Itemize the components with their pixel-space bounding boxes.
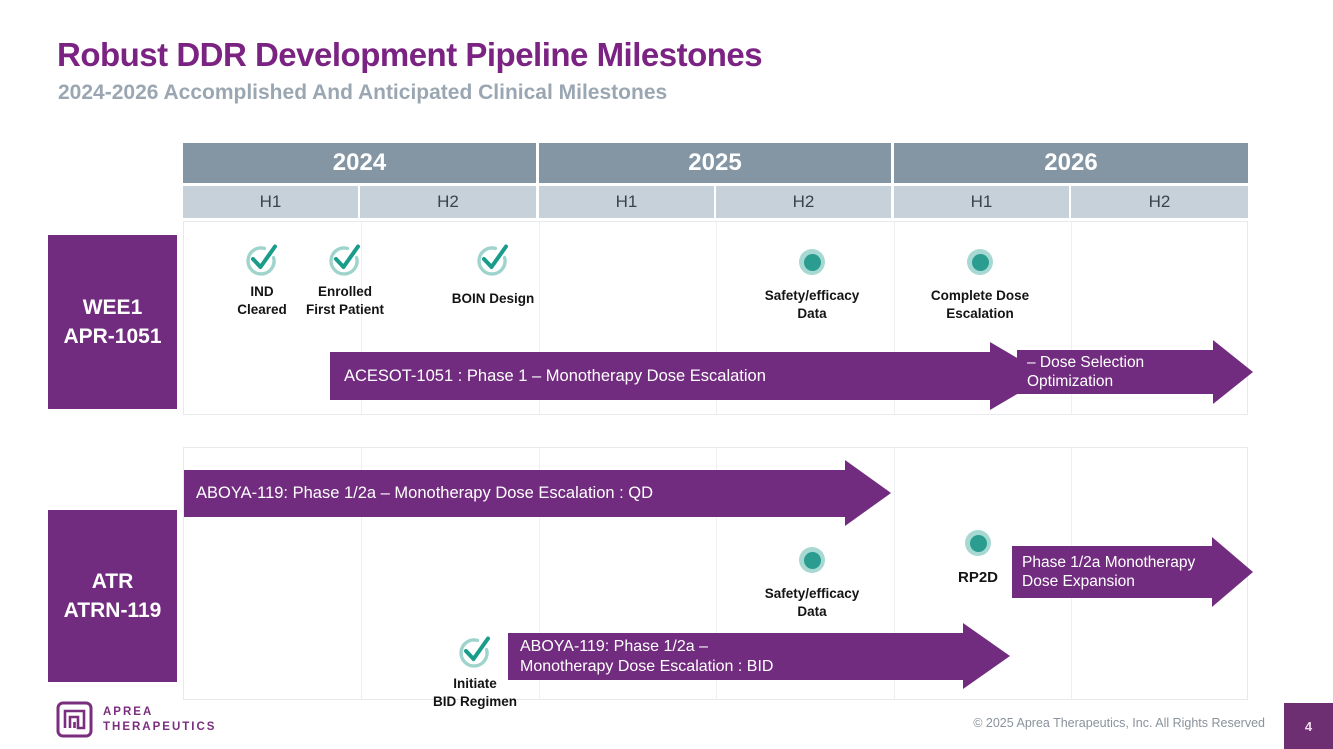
page-title: Robust DDR Development Pipeline Mileston… — [57, 36, 763, 73]
grid-line — [361, 222, 362, 414]
copyright-text: © 2025 Aprea Therapeutics, Inc. All Righ… — [973, 716, 1265, 730]
trial-arrow-acesot-1051: ACESOT-1051 : Phase 1 – Monotherapy Dose… — [330, 352, 990, 400]
grid-line — [716, 222, 717, 414]
page-number-badge: 4 — [1284, 703, 1333, 749]
half-header-2025-h2: H2 — [716, 186, 891, 218]
trial-arrow-aboya-119-qd: ABOYA-119: Phase 1/2a – Monotherapy Dose… — [184, 470, 845, 517]
arrow-head-icon — [845, 460, 891, 526]
checkmark-icon — [325, 238, 365, 278]
half-header-2026-h2: H2 — [1071, 186, 1248, 218]
grid-line — [361, 448, 362, 699]
milestone-label: RP2D — [957, 569, 998, 586]
trial-arrow-aboya-119-bid: ABOYA-119: Phase 1/2a –Monotherapy Dose … — [508, 633, 963, 680]
program-box-wee1: WEE1 APR-1051 — [48, 235, 177, 409]
program-target: ATR — [91, 569, 134, 593]
page-subtitle: 2024-2026 Accomplished And Anticipated C… — [58, 81, 668, 104]
grid-line — [894, 222, 895, 414]
program-target: WEE1 — [82, 295, 143, 319]
grid-line — [716, 448, 717, 699]
milestone-label: BOIN Design — [451, 291, 535, 306]
grid-line — [539, 448, 540, 699]
grid-line — [539, 222, 540, 414]
arrow-head-icon — [963, 623, 1010, 689]
checkmark-icon — [455, 630, 495, 670]
checkmark-icon — [242, 238, 282, 278]
half-header-2024-h1: H1 — [183, 186, 358, 218]
milestone-dot-icon — [965, 523, 991, 563]
aprea-logo-icon — [56, 701, 93, 738]
year-header-2024: 2024 — [183, 143, 536, 183]
half-header-2026-h1: H1 — [894, 186, 1069, 218]
arrow-head-icon — [1213, 340, 1253, 404]
program-code: APR-1051 — [63, 325, 162, 348]
grid-line — [894, 448, 895, 699]
half-header-2025-h1: H1 — [539, 186, 714, 218]
milestone-boin-design: BOIN Design — [418, 238, 568, 308]
arrow-head-icon — [1212, 537, 1253, 607]
half-header-2024-h2: H2 — [360, 186, 536, 218]
year-header-2025: 2025 — [539, 143, 891, 183]
milestone-dot-icon — [967, 242, 993, 282]
milestone-dot-icon — [799, 242, 825, 282]
program-box-atr: ATR ATRN-119 — [48, 510, 177, 682]
year-header-2026: 2026 — [894, 143, 1248, 183]
grid-line — [1071, 222, 1072, 414]
checkmark-icon — [473, 238, 513, 278]
milestone-dot-icon — [799, 540, 825, 580]
milestone-rp2d: RP2D — [903, 523, 1053, 588]
program-code: ATRN-119 — [63, 599, 162, 622]
